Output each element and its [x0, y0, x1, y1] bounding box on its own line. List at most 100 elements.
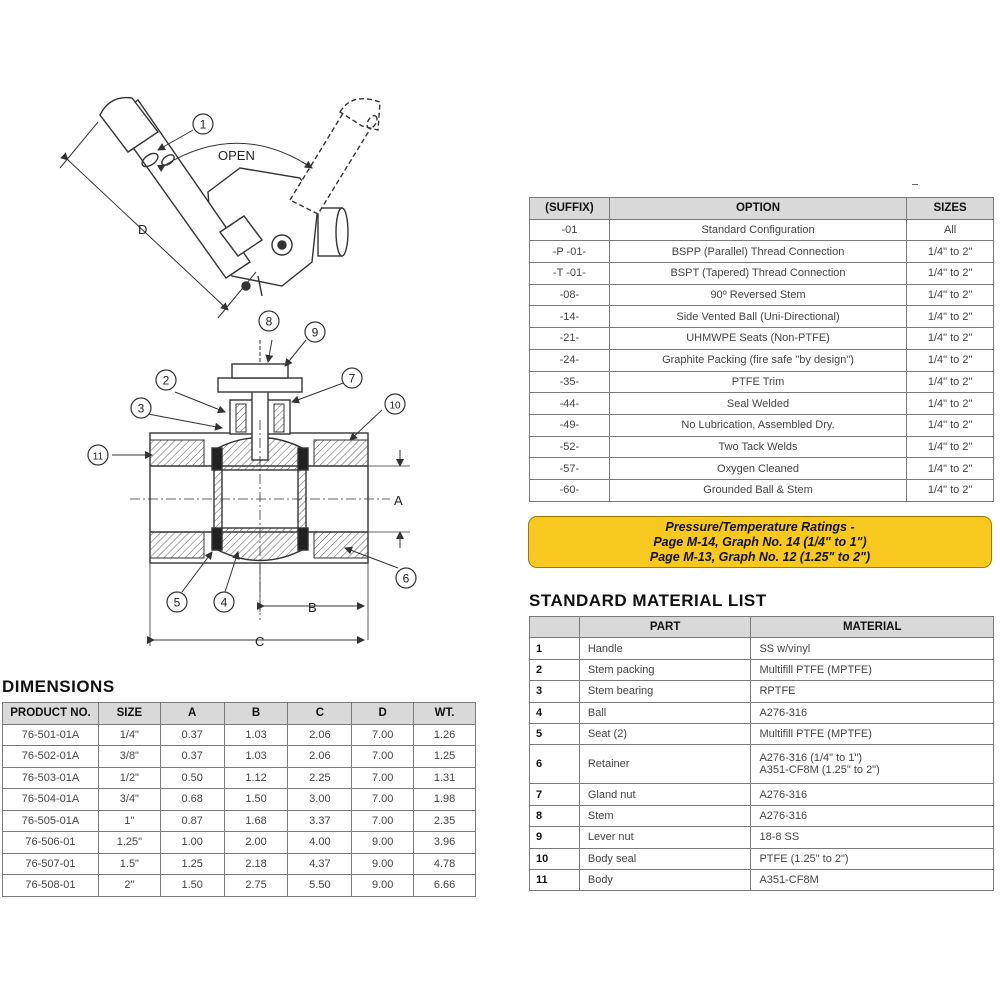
dimensions-cell: 2" — [97, 874, 161, 897]
callout-3: 3 — [130, 397, 152, 419]
options-cell: No Lubrication, Assembled Dry. — [608, 413, 908, 437]
materials-header-cell — [529, 615, 580, 639]
callout-11: 11 — [87, 444, 109, 466]
dimensions-cell: 1.25" — [97, 831, 161, 854]
dimensions-cell: 3.00 — [287, 788, 353, 811]
materials-header-cell: PART — [578, 615, 752, 639]
options-cell: -P -01- — [529, 240, 610, 264]
options-cell: -14- — [529, 305, 610, 329]
dimensions-cell: 76-501-01A — [2, 723, 99, 746]
dimensions-cell: 1.25 — [159, 852, 225, 875]
options-cell: 1/4" to 2" — [906, 392, 994, 415]
materials-cell: 7 — [529, 783, 580, 806]
materials-cell: A276-316 (1/4" to 1")A351-CF8M (1.25" to… — [750, 744, 994, 785]
options-cell: 1/4" to 2" — [906, 348, 994, 372]
dimensions-cell: 0.37 — [159, 745, 225, 768]
open-label: OPEN — [218, 148, 255, 163]
callout-6: 6 — [395, 567, 417, 589]
dimensions-cell: 7.00 — [351, 809, 415, 832]
materials-cell: 1 — [529, 637, 580, 660]
materials-cell: 4 — [529, 701, 580, 724]
materials-cell: A351-CF8M — [750, 868, 994, 892]
dimensions-cell: 2.06 — [287, 723, 353, 746]
top-view — [59, 96, 381, 319]
options-cell: 1/4" to 2" — [906, 283, 994, 307]
dimensions-header-cell: SIZE — [97, 702, 161, 725]
options-cell: Grounded Ball & Stem — [608, 478, 908, 502]
materials-cell: RPTFE — [750, 680, 994, 703]
dimensions-cell: 7.00 — [351, 766, 415, 789]
options-cell: -49- — [529, 413, 610, 437]
options-cell: -52- — [529, 435, 610, 459]
dim-b-label: B — [308, 600, 317, 615]
dimensions-cell: 2.25 — [287, 766, 353, 789]
callout-number: 3 — [138, 402, 145, 416]
callout-circle — [341, 367, 363, 389]
callout-circle — [87, 444, 109, 466]
options-cell: -57- — [529, 457, 610, 480]
ratings-line-2: Page M-14, Graph No. 14 (1/4" to 1") — [653, 535, 867, 549]
dimensions-cell: 76-507-01 — [2, 852, 99, 875]
options-cell: Oxygen Cleaned — [608, 457, 908, 480]
materials-cell: A276-316 — [750, 783, 994, 806]
callout-number: 1 — [200, 118, 207, 132]
dimensions-cell: 9.00 — [351, 852, 415, 875]
materials-cell: Stem — [578, 804, 752, 828]
dimensions-header-cell: PRODUCT NO. — [2, 702, 99, 725]
options-cell: 1/4" to 2" — [906, 305, 994, 329]
options-header-cell: (SUFFIX) — [529, 197, 610, 220]
dimensions-cell: 1/4" — [97, 723, 161, 746]
table-row: -14-Side Vented Ball (Uni-Directional)1/… — [529, 305, 994, 329]
options-cell: Two Tack Welds — [608, 435, 908, 459]
dimensions-cell: 1.31 — [413, 766, 476, 789]
callout-10: 10 — [384, 393, 406, 415]
callout-number: 6 — [403, 572, 410, 586]
dimensions-cell: 0.50 — [159, 766, 225, 789]
dimensions-cell: 76-506-01 — [2, 831, 99, 854]
table-row: -24-Graphite Packing (fire safe "by desi… — [529, 348, 994, 372]
dimensions-cell: 4.37 — [287, 852, 353, 875]
dimensions-cell: 3/8" — [97, 745, 161, 768]
options-cell: -21- — [529, 327, 610, 350]
dimensions-cell: 4.78 — [413, 852, 476, 875]
options-cell: UHMWPE Seats (Non-PTFE) — [608, 327, 908, 350]
dimensions-cell: 1.98 — [413, 788, 476, 811]
materials-cell: Handle — [578, 637, 752, 660]
dimensions-cell: 2.06 — [287, 745, 353, 768]
options-cell: 1/4" to 2" — [906, 262, 994, 285]
dimensions-cell: 1.50 — [223, 788, 289, 811]
materials-cell: 18-8 SS — [750, 826, 994, 849]
callout-circle — [258, 310, 280, 332]
dimensions-cell: 1.50 — [159, 874, 225, 897]
callout-number: 9 — [312, 326, 319, 340]
dimensions-cell: 2.18 — [223, 852, 289, 875]
callout-number: 4 — [221, 596, 228, 610]
dimensions-header-cell: A — [159, 702, 225, 725]
dimensions-cell: 7.00 — [351, 723, 415, 746]
dimensions-cell: 76-502-01A — [2, 745, 99, 768]
ball-valve-technical-drawing: OPEN D — [59, 96, 417, 649]
dimensions-cell: 1.25 — [413, 745, 476, 768]
dim-c-label: C — [255, 634, 264, 649]
materials-cell: PTFE (1.25" to 2") — [750, 847, 994, 870]
options-cell: 1/4" to 2" — [906, 457, 994, 480]
materials-cell: 5 — [529, 722, 580, 746]
dimensions-cell: 76-504-01A — [2, 788, 99, 811]
callout-circle — [166, 591, 188, 613]
materials-cell: Retainer — [578, 744, 752, 785]
materials-cell: Multifill PTFE (MPTFE) — [750, 658, 994, 682]
materials-cell: A276-316 — [750, 701, 994, 724]
callout-circle — [192, 113, 214, 135]
dimensions-cell: 7.00 — [351, 745, 415, 768]
